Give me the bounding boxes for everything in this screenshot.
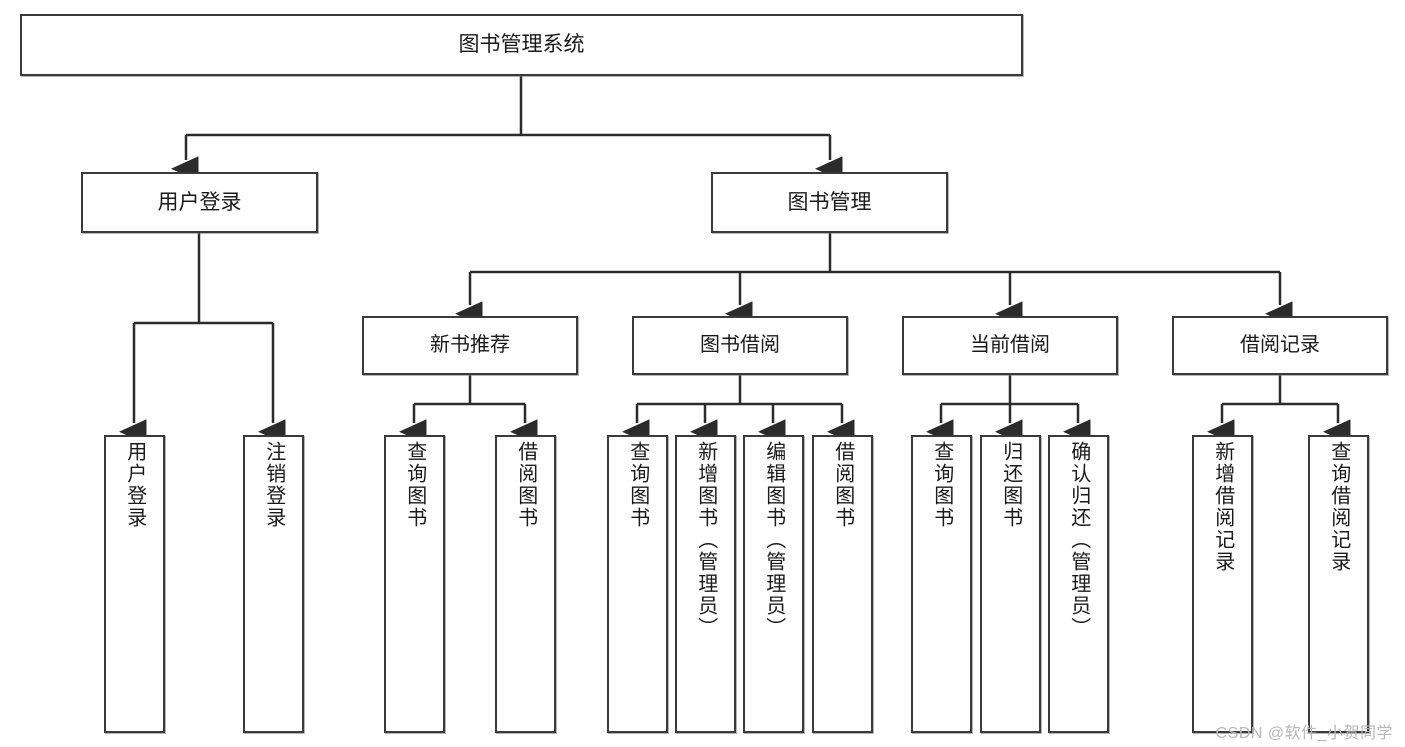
node-leaf-add-record[interactable]: 新增借阅记录 bbox=[1192, 435, 1253, 733]
node-leaf-return-book-label: 归还图书 bbox=[999, 441, 1022, 529]
node-leaf-add-book[interactable]: 新增图书（管理员） bbox=[675, 435, 736, 733]
node-book-borrow-label: 图书借阅 bbox=[700, 334, 780, 357]
node-new-book-rec-label: 新书推荐 bbox=[430, 334, 510, 357]
node-leaf-return-book[interactable]: 归还图书 bbox=[980, 435, 1041, 733]
node-user-login-label: 用户登录 bbox=[157, 190, 242, 214]
node-leaf-borrow-book-2[interactable]: 借阅图书 bbox=[812, 435, 873, 733]
node-leaf-borrow-book-1-label: 借阅图书 bbox=[514, 441, 537, 529]
node-leaf-edit-book[interactable]: 编辑图书（管理员） bbox=[743, 435, 804, 733]
node-leaf-confirm-return[interactable]: 确认归还（管理员） bbox=[1048, 435, 1109, 733]
node-leaf-query-book-2-label: 查询图书 bbox=[626, 441, 649, 529]
node-leaf-query-book-1[interactable]: 查询图书 bbox=[384, 435, 445, 733]
node-leaf-user-login[interactable]: 用户登录 bbox=[104, 435, 165, 733]
node-current-borrow-label: 当前借阅 bbox=[970, 334, 1050, 357]
node-leaf-query-book-1-label: 查询图书 bbox=[403, 441, 426, 529]
node-leaf-borrow-book-1[interactable]: 借阅图书 bbox=[495, 435, 556, 733]
node-current-borrow[interactable]: 当前借阅 bbox=[902, 316, 1118, 375]
node-leaf-query-book-2[interactable]: 查询图书 bbox=[607, 435, 668, 733]
node-new-book-rec[interactable]: 新书推荐 bbox=[362, 316, 578, 375]
node-book-manage[interactable]: 图书管理 bbox=[711, 172, 948, 233]
node-leaf-user-login-label: 用户登录 bbox=[123, 441, 146, 529]
node-borrow-record[interactable]: 借阅记录 bbox=[1172, 316, 1388, 375]
node-leaf-query-record-label: 查询借阅记录 bbox=[1327, 441, 1350, 573]
node-leaf-add-book-label: 新增图书（管理员） bbox=[694, 441, 717, 639]
node-borrow-record-label: 借阅记录 bbox=[1240, 334, 1320, 357]
node-leaf-query-book-3[interactable]: 查询图书 bbox=[911, 435, 972, 733]
node-user-login[interactable]: 用户登录 bbox=[81, 172, 318, 233]
node-leaf-edit-book-label: 编辑图书（管理员） bbox=[762, 441, 785, 639]
node-leaf-logout-label: 注销登录 bbox=[262, 441, 285, 529]
node-leaf-add-record-label: 新增借阅记录 bbox=[1211, 441, 1234, 573]
node-book-manage-label: 图书管理 bbox=[787, 190, 872, 214]
node-book-borrow[interactable]: 图书借阅 bbox=[632, 316, 848, 375]
node-leaf-borrow-book-2-label: 借阅图书 bbox=[831, 441, 854, 529]
node-leaf-confirm-return-label: 确认归还（管理员） bbox=[1067, 441, 1090, 639]
node-leaf-query-record[interactable]: 查询借阅记录 bbox=[1308, 435, 1369, 733]
node-root[interactable]: 图书管理系统 bbox=[20, 14, 1023, 76]
node-leaf-logout[interactable]: 注销登录 bbox=[243, 435, 304, 733]
watermark: CSDN @软件_小贺同学 bbox=[1215, 725, 1393, 742]
node-root-label: 图书管理系统 bbox=[458, 33, 585, 57]
node-leaf-query-book-3-label: 查询图书 bbox=[930, 441, 953, 529]
